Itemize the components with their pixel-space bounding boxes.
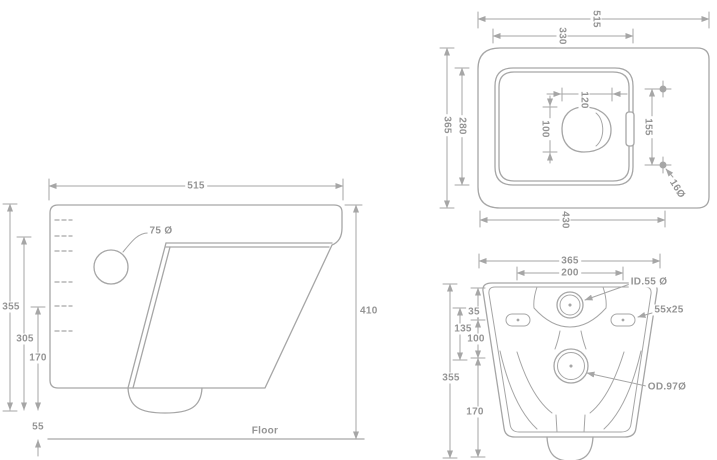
outlet-circle <box>553 348 589 384</box>
dim-back-outlet-height: 170 <box>464 406 486 418</box>
label-slot-size: 55x25 <box>652 304 686 316</box>
fixing-slot-right <box>610 313 636 327</box>
dim-side-inlet-hole: 75 Ø <box>147 225 175 237</box>
bowl-rim-outer <box>494 67 634 186</box>
dim-side-width: 515 <box>185 180 207 192</box>
inlet-circle <box>556 291 584 319</box>
dim-top-rim-depth: 280 <box>456 115 468 137</box>
floor-label: Floor <box>249 425 281 437</box>
dim-side-mount-305: 305 <box>14 333 36 345</box>
dim-top-width: 515 <box>590 8 602 30</box>
back-trap-curve <box>546 436 594 460</box>
dim-back-offset-100: 100 <box>465 333 487 345</box>
mounting-dashes <box>54 219 73 332</box>
rim-flush-notch <box>625 111 635 147</box>
back-molding-curves <box>499 286 642 433</box>
dim-side-mount-355: 355 <box>0 301 22 313</box>
dim-side-floor-gap: 55 <box>30 421 46 433</box>
dim-back-width: 365 <box>559 255 581 267</box>
top-view <box>477 47 710 209</box>
dim-back-offset-135: 135 <box>452 323 474 335</box>
dim-top-rim-width: 330 <box>556 25 568 47</box>
inlet-hole-circle <box>93 249 129 285</box>
back-view-dimensions <box>442 253 661 459</box>
back-view-inner-line <box>488 286 652 433</box>
top-view-dimensions <box>439 11 710 228</box>
bowl-rim-inner <box>498 71 630 182</box>
top-view-outline <box>477 47 710 209</box>
label-outlet-dia: OD.97Ø <box>645 381 689 393</box>
side-view-outline <box>49 204 343 389</box>
dim-side-mount-170: 170 <box>27 352 49 364</box>
dim-side-overall-height: 410 <box>358 305 380 317</box>
label-inlet-dia: ID.55 Ø <box>628 276 670 288</box>
bowl-rim-diagonal-lines <box>127 242 171 389</box>
dim-back-offset-35: 35 <box>466 306 482 318</box>
dim-top-outlet-width: 120 <box>578 89 590 111</box>
fixing-slot-left <box>505 313 531 327</box>
trap-curve <box>127 387 203 414</box>
dim-back-slot-spacing: 200 <box>559 267 581 279</box>
inlet-hole-leader <box>122 232 149 253</box>
outlet-top-inner-arc <box>595 112 604 147</box>
dim-top-hole-spacing: 155 <box>642 116 654 138</box>
bowl-rim-top-lines <box>165 242 333 248</box>
fixing-hole-top <box>654 80 672 98</box>
dim-top-front-width: 430 <box>559 209 571 231</box>
side-view-dimensions <box>2 178 363 457</box>
dim-back-height: 355 <box>440 372 462 384</box>
dim-top-depth: 365 <box>441 114 453 136</box>
outlet-top-shape <box>561 106 612 153</box>
back-view <box>482 282 658 460</box>
side-view <box>47 204 365 440</box>
dim-top-outlet-depth: 100 <box>539 118 551 140</box>
